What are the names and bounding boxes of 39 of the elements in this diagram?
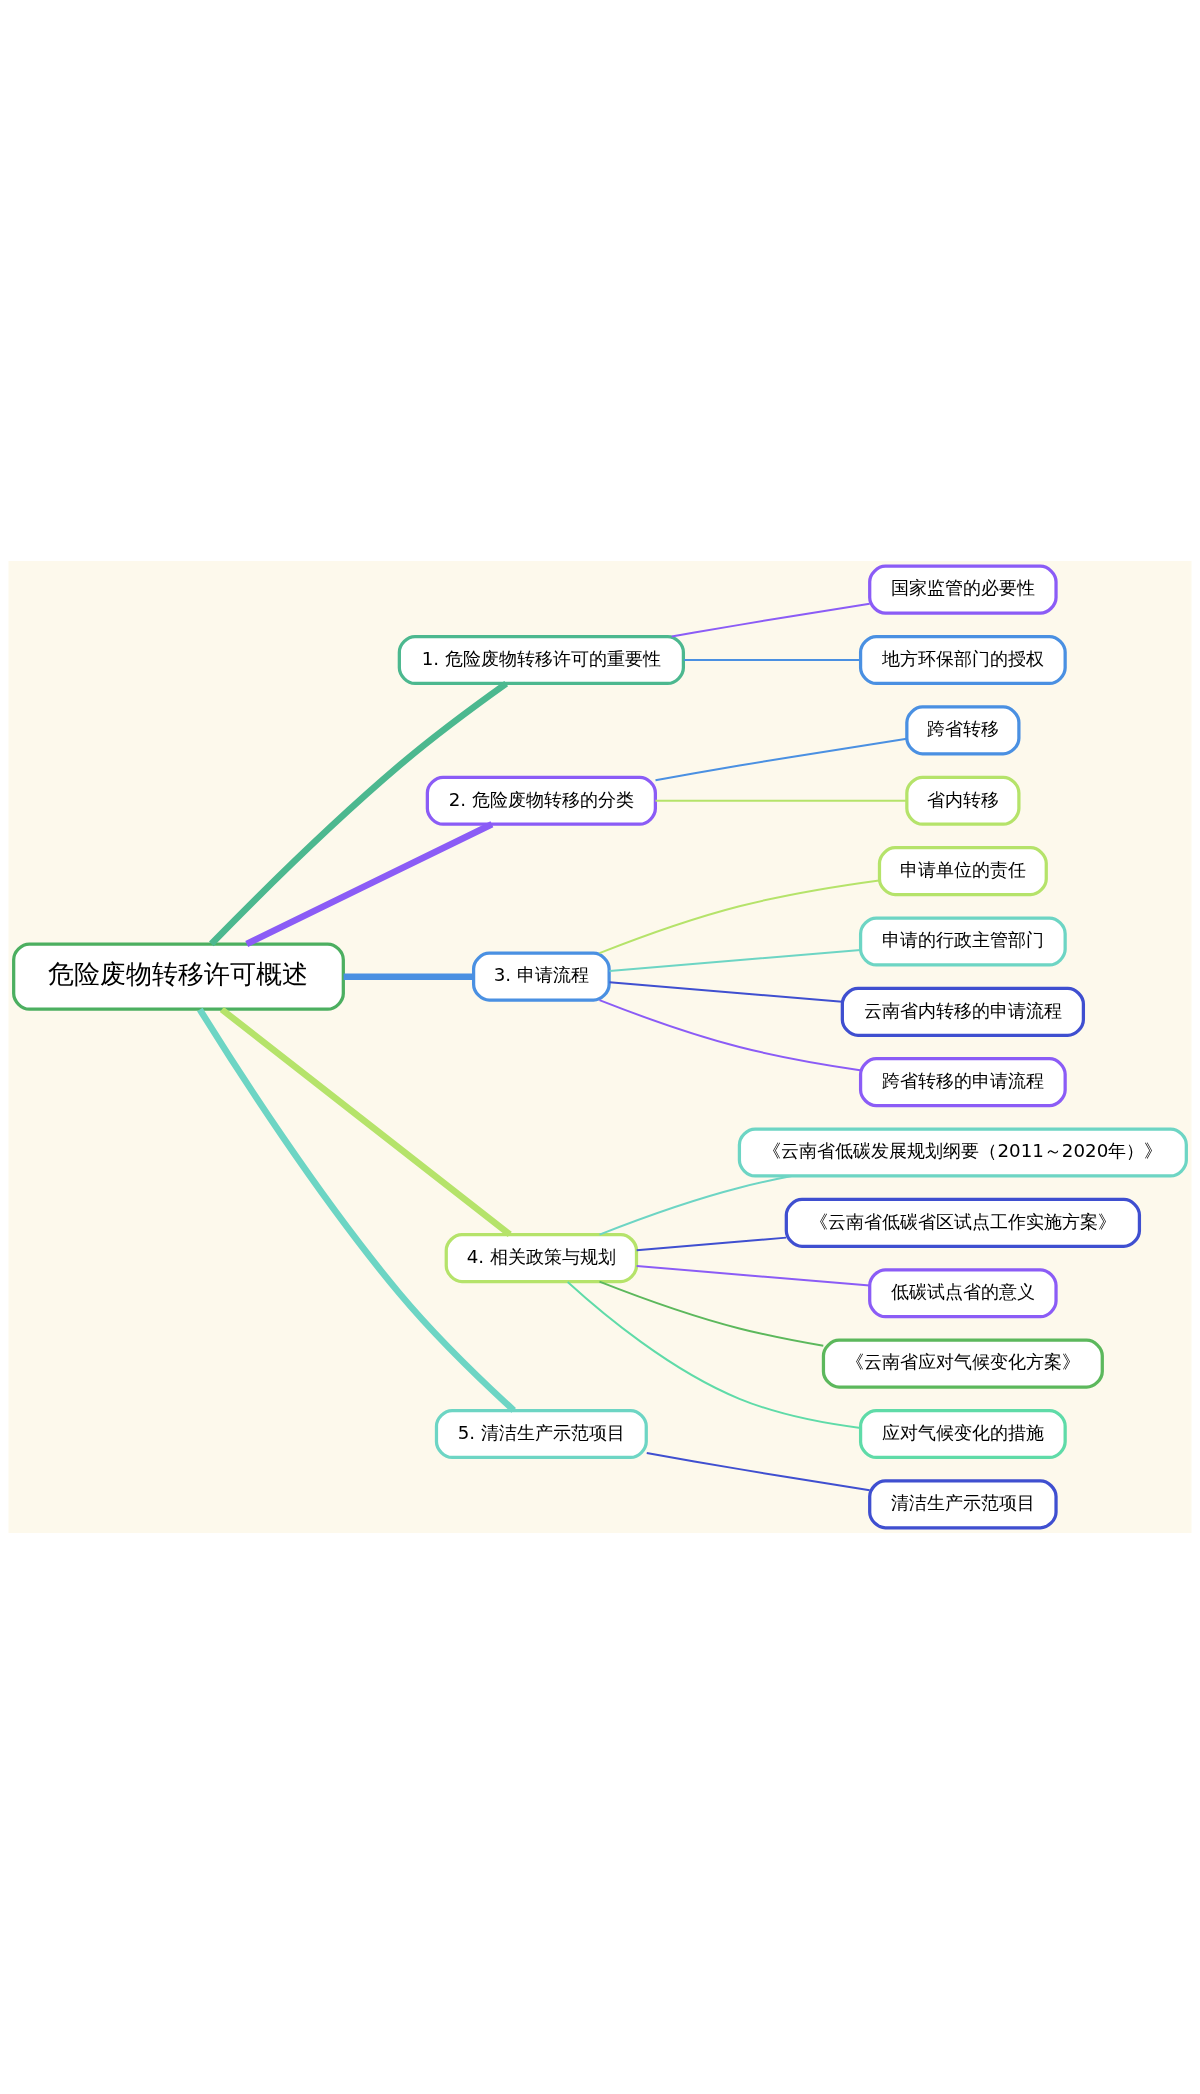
node-box: 4. 相关政策与规划 <box>444 1233 639 1284</box>
node-box: 省内转移 <box>905 775 1021 826</box>
connector <box>598 999 862 1072</box>
connector <box>598 1175 793 1236</box>
connector <box>343 973 474 980</box>
connector <box>197 1007 516 1413</box>
connector <box>608 948 862 972</box>
node-box: 1. 危险废物转移许可的重要性 <box>397 634 685 686</box>
node-box: 应对气候变化的措施 <box>858 1408 1067 1460</box>
node-box: 国家监管的必要性 <box>868 564 1058 615</box>
node-box: 地方环保部门的授权 <box>858 634 1067 686</box>
connector <box>566 1281 862 1429</box>
node-box: 跨省转移的申请流程 <box>858 1057 1067 1108</box>
node-box: 2. 危险废物转移的分类 <box>425 775 657 826</box>
connector <box>654 799 908 802</box>
connector <box>245 821 494 947</box>
node-box: 跨省转移 <box>905 705 1021 756</box>
node-box: 清洁生产示范项目 <box>868 1479 1058 1530</box>
node-box: 申请的行政主管部门 <box>858 916 1067 967</box>
connector <box>608 981 844 1003</box>
node-box: 危险废物转移许可概述 <box>12 942 345 1011</box>
node-box: 3. 申请流程 <box>472 951 611 1002</box>
node-box: 申请单位的责任 <box>877 846 1048 897</box>
connector <box>598 1280 825 1347</box>
connector <box>645 1452 871 1492</box>
connector <box>654 737 908 782</box>
connector <box>635 1236 788 1252</box>
connector <box>635 1265 871 1287</box>
connector <box>670 602 871 638</box>
node-box: 云南省内转移的申请流程 <box>840 986 1086 1037</box>
node-box: 《云南省应对气候变化方案》 <box>821 1338 1104 1389</box>
connector <box>219 1006 512 1237</box>
node-box: 《云南省低碳省区试点工作实施方案》 <box>784 1197 1142 1248</box>
connector <box>682 659 862 661</box>
node-box: 《云南省低碳发展规划纲要（2011～2020年）》 <box>737 1127 1188 1178</box>
node-box: 低碳试点省的意义 <box>868 1268 1058 1319</box>
connector <box>209 681 509 947</box>
connector <box>598 879 881 955</box>
node-box: 5. 清洁生产示范项目 <box>434 1408 648 1460</box>
